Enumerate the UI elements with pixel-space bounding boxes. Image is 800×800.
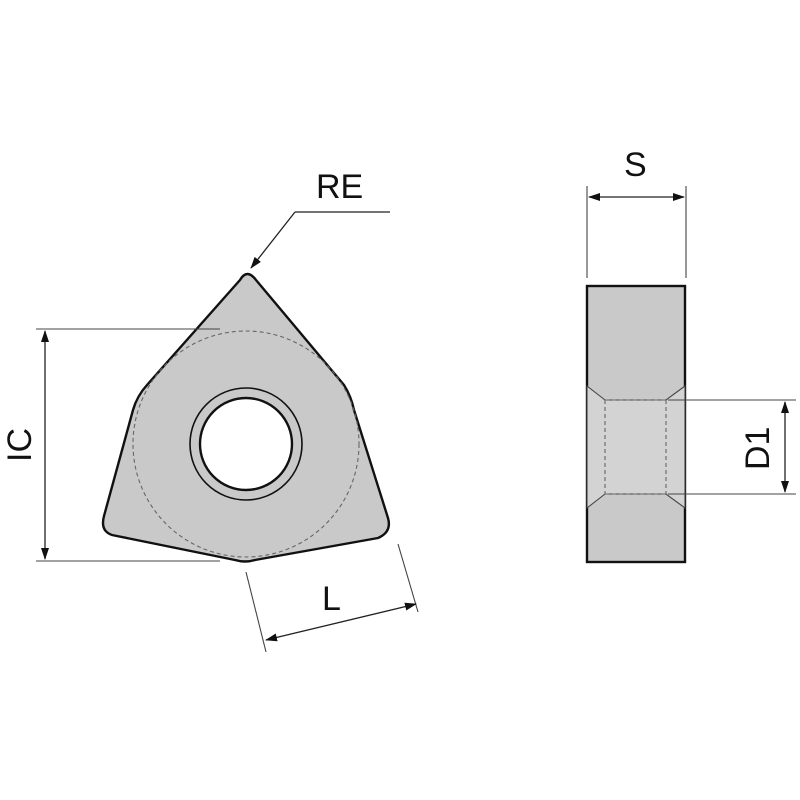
l-dimension-line: [265, 602, 417, 642]
re-dimension: RE: [250, 168, 390, 269]
d1-dimension: D1: [668, 399, 796, 495]
s-label: S: [624, 146, 647, 184]
l-extension-right: [397, 543, 419, 613]
inscribed-circle: [132, 330, 360, 558]
re-label: RE: [316, 168, 363, 206]
l-dimension: L: [245, 543, 419, 653]
l-extension-left: [245, 571, 267, 653]
re-leader-arrow: [250, 211, 296, 269]
insert-side-view: [585, 284, 687, 564]
s-dimension: S: [586, 146, 687, 278]
ic-label: IC: [1, 428, 39, 462]
hole-section: [586, 384, 686, 510]
ic-dimension: IC: [1, 328, 220, 562]
center-hole: [198, 396, 294, 492]
d1-label: D1: [739, 427, 777, 470]
insert-top-view: [101, 272, 391, 563]
l-label: L: [322, 580, 341, 618]
